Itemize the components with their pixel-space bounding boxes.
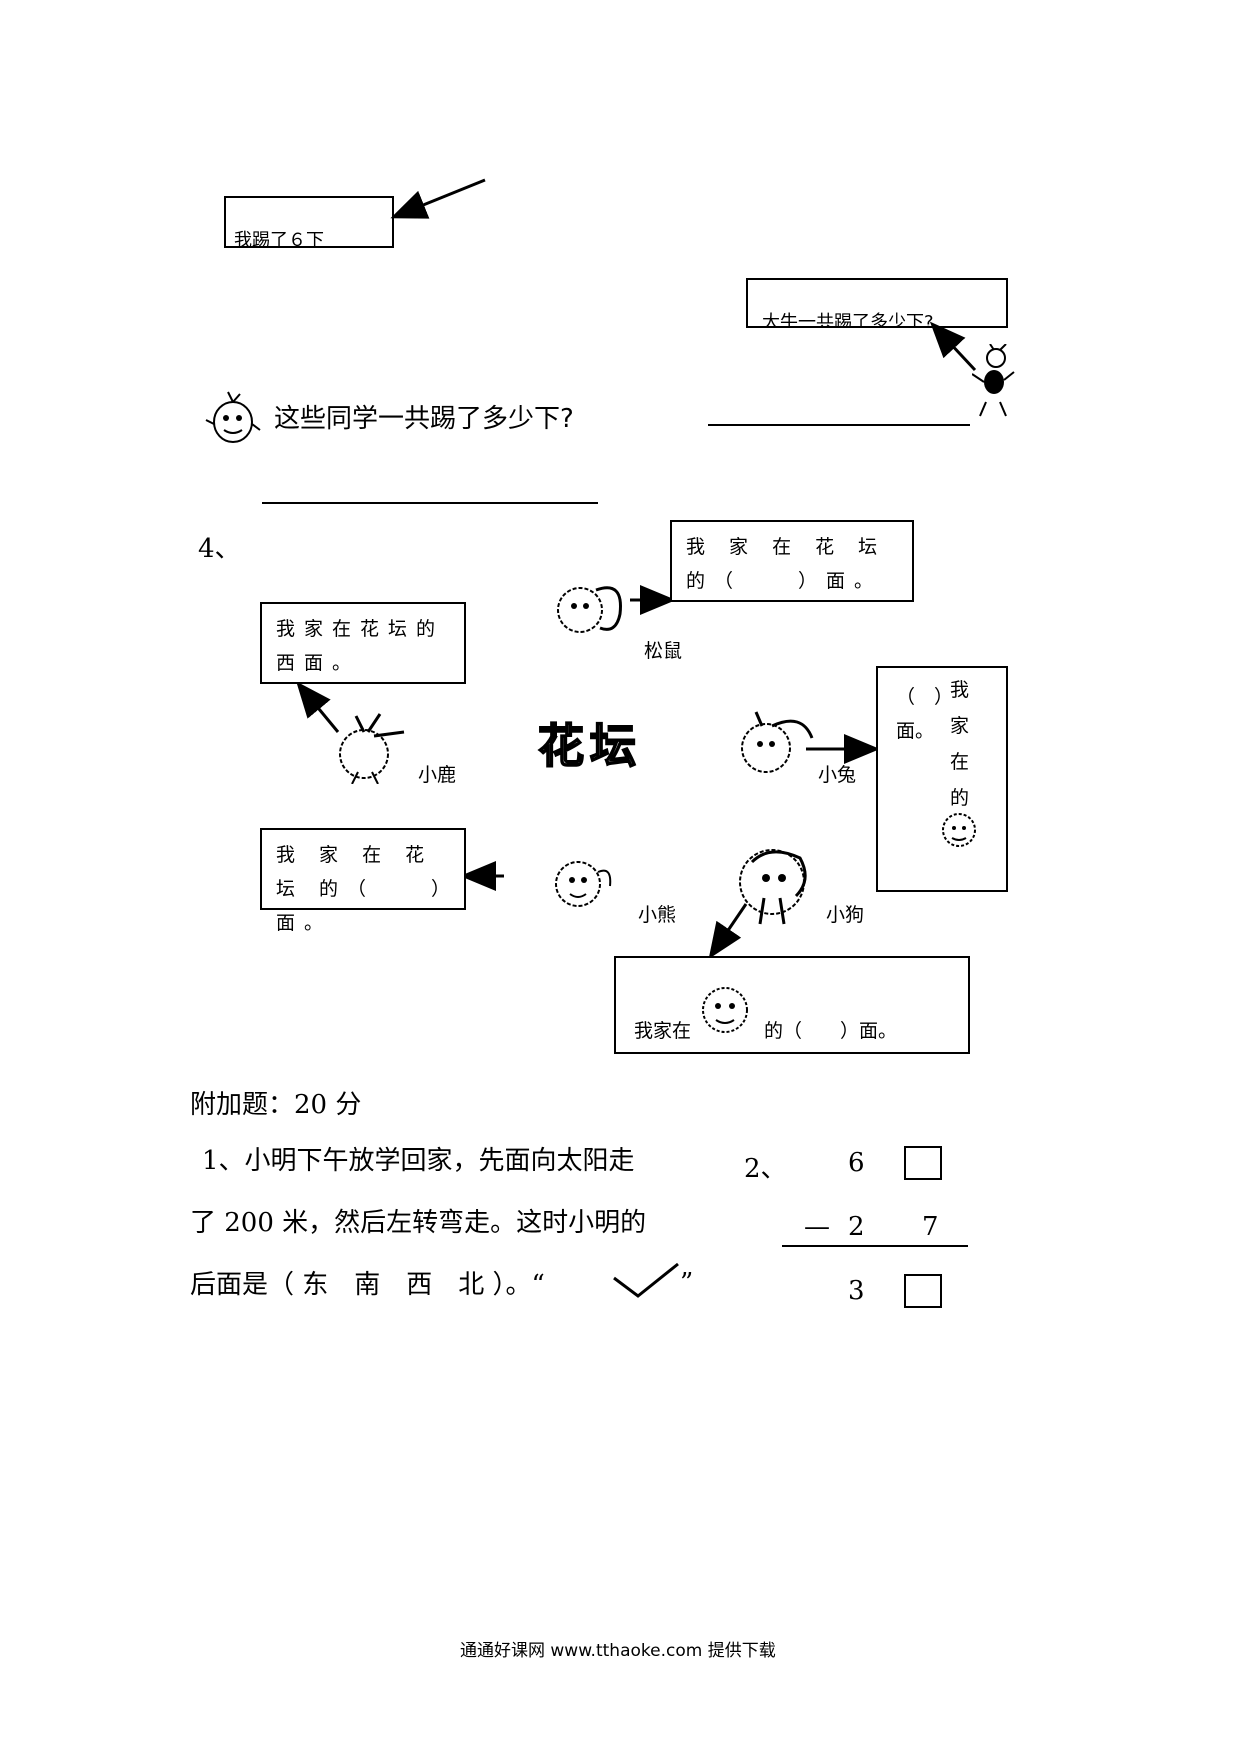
- arrow-deer: [296, 681, 340, 733]
- bonus-q1-line2: 了 200 米，然后左转弯走。这时小明的: [190, 1208, 647, 1238]
- label-bear: 小熊: [638, 904, 677, 926]
- bonus-q1: 1、小明下午放学回家，先面向太阳走 了 200 米，然后左转弯走。这时小明的 后…: [190, 1130, 710, 1316]
- box-bear: 我 家 在 花 坛 的（ ）面。: [260, 828, 466, 934]
- speech-box-kicked: 我踢了６下: [224, 196, 394, 248]
- label-dog: 小狗: [826, 904, 865, 926]
- bonus-q2-number: 2、: [744, 1154, 787, 1184]
- arrow-to-total-box: [929, 321, 977, 372]
- arrow-to-kicked-box: [390, 178, 486, 219]
- bear-icon: [942, 813, 976, 847]
- q3-question: 这些同学一共踢了多少下?: [274, 404, 574, 434]
- label-rabbit: 小兔: [818, 764, 857, 786]
- bonus-q2-mid-a: 2: [848, 1212, 865, 1242]
- box-rabbit-col1: （ ）面。: [896, 686, 954, 742]
- label-deer: 小鹿: [418, 764, 457, 786]
- bonus-q1-line3: 后面是（ 东 南 西 北 ）。“: [190, 1270, 545, 1300]
- bonus-q1-line1: 1、小明下午放学回家，先面向太阳走: [202, 1146, 635, 1176]
- q3-answer-line-2: [262, 502, 598, 504]
- page-footer: 通通好课网 www.tthaoke.com 提供下载: [460, 1641, 776, 1661]
- bear-icon: [702, 987, 748, 1033]
- answer-box-bottom[interactable]: [904, 1274, 942, 1308]
- box-squirrel: 我 家 在 花 坛 的（ ）面。: [670, 520, 914, 602]
- box-deer: 我家在花坛的西面。: [260, 602, 466, 684]
- answer-box-top[interactable]: [904, 1146, 942, 1180]
- dog-icon: [739, 849, 807, 925]
- box-dog: 我家在 的（ ）面。: [614, 956, 970, 1054]
- cartoon-bean-character-icon: [205, 391, 261, 443]
- deer-icon: [339, 713, 405, 784]
- squirrel-icon: [557, 586, 622, 633]
- box-rabbit-col2: 我家在的: [950, 679, 970, 809]
- bonus-q2-minus: —: [804, 1212, 830, 1242]
- bear-icon: [555, 861, 612, 907]
- bonus-q2-top: 6: [848, 1148, 865, 1178]
- bonus-q2-bottom: 3: [848, 1276, 865, 1306]
- speech-box-kicked-text: 我踢了６下: [234, 230, 324, 248]
- speech-box-total-text: 大牛一共踢了多少下?: [762, 312, 934, 328]
- label-squirrel: 松鼠: [644, 640, 683, 662]
- speech-box-total: 大牛一共踢了多少下?: [746, 278, 1008, 328]
- q3-answer-line-1: [708, 424, 970, 426]
- box-rabbit: （ ）面。 我家在的: [876, 666, 1008, 892]
- cartoon-ant-character-icon: [972, 344, 1015, 417]
- q4-number: 4、: [198, 534, 241, 564]
- rabbit-icon: [741, 711, 814, 773]
- flower-bed-label: 花坛: [537, 718, 642, 774]
- bonus-q2-mid-b: 7: [922, 1212, 939, 1242]
- bonus-title: 附加题：20 分: [190, 1090, 362, 1120]
- box-dog-prefix: 我家在: [634, 1020, 692, 1042]
- arrow-dog: [708, 903, 748, 959]
- bonus-q1-quote-end: ”: [680, 1268, 694, 1298]
- checkmark-icon: [613, 1262, 679, 1298]
- box-dog-suffix: 的（ ）面。: [764, 1020, 898, 1042]
